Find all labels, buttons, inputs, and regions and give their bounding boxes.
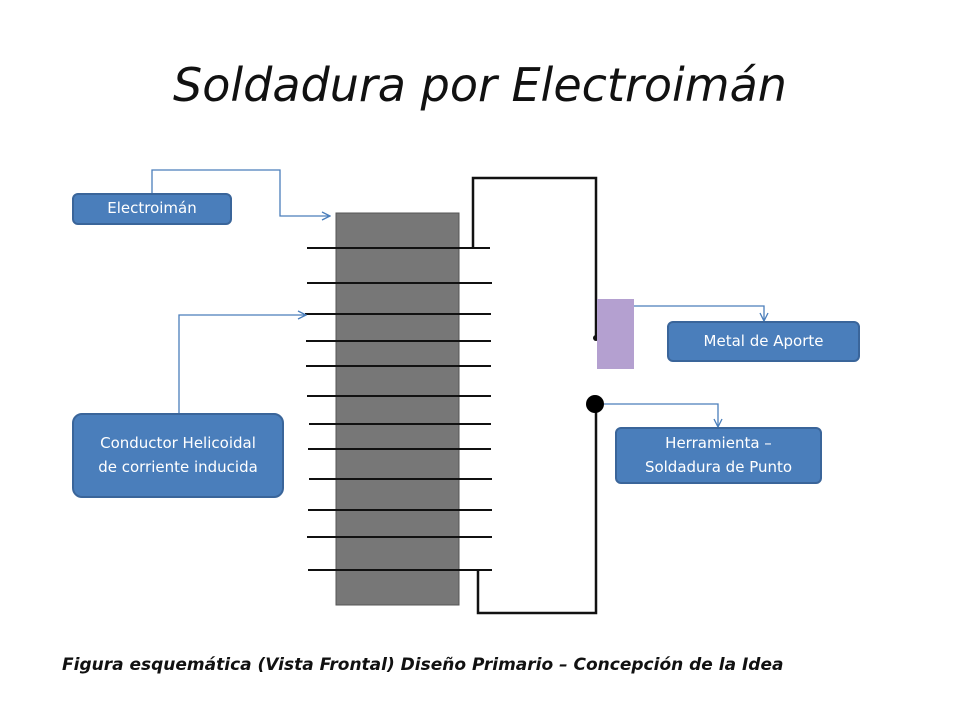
connector-metal <box>634 305 764 321</box>
figure-caption: Figura esquemática (Vista Frontal) Diseñ… <box>62 655 784 675</box>
slide-title: Soldadura por Electroimán <box>173 58 787 112</box>
label-conductor-line1: Conductor Helicoidal <box>100 434 256 453</box>
label-conductor-helicoidal: Conductor Helicoidal de corriente induci… <box>72 413 284 498</box>
helical-windings <box>305 247 492 571</box>
circuit-wire <box>471 176 598 615</box>
label-metal-text: Metal de Aporte <box>703 331 824 350</box>
label-metal-aporte: Metal de Aporte <box>667 321 860 362</box>
label-conductor-line2: de corriente inducida <box>98 457 258 476</box>
label-electroiman: Electroimán <box>72 193 232 225</box>
label-herramienta-line2: Soldadura de Punto <box>644 457 793 476</box>
spot-weld-tool <box>586 395 604 413</box>
connector-conductor <box>178 315 306 413</box>
label-electroiman-text: Electroimán <box>107 199 197 218</box>
connector-electroiman <box>151 169 330 216</box>
label-connectors <box>151 169 764 427</box>
electromagnet-core <box>335 212 460 606</box>
connector-herramienta <box>604 403 718 427</box>
label-herramienta-line1: Herramienta – <box>665 434 772 453</box>
filler-metal-rod <box>597 299 634 369</box>
label-herramienta: Herramienta – Soldadura de Punto <box>615 427 822 484</box>
